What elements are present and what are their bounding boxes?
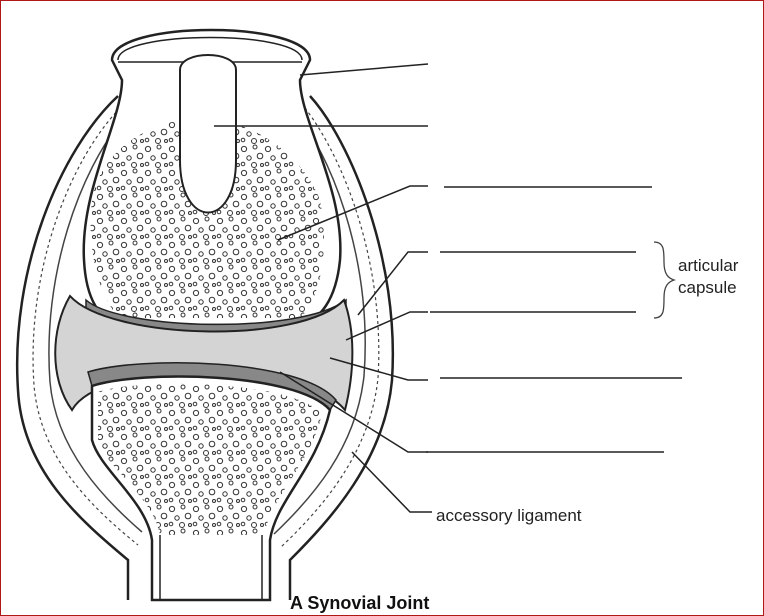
- articular-capsule-label: articular capsule: [678, 255, 738, 299]
- leader-line-8: [352, 452, 432, 512]
- leader-line-4: [358, 252, 428, 315]
- articular-capsule-brace: [654, 242, 674, 318]
- articular-capsule-label-line2: capsule: [678, 277, 738, 299]
- leader-line-5: [346, 312, 428, 340]
- diagram-title: A Synovial Joint: [290, 593, 429, 614]
- lower-spongy-bone: [98, 384, 322, 535]
- articular-capsule-label-line1: articular: [678, 255, 738, 277]
- medullary-cavity: [180, 55, 236, 213]
- leader-line-1: [300, 64, 428, 75]
- accessory-ligament-label: accessory ligament: [436, 506, 582, 526]
- answer-lines: [426, 187, 682, 452]
